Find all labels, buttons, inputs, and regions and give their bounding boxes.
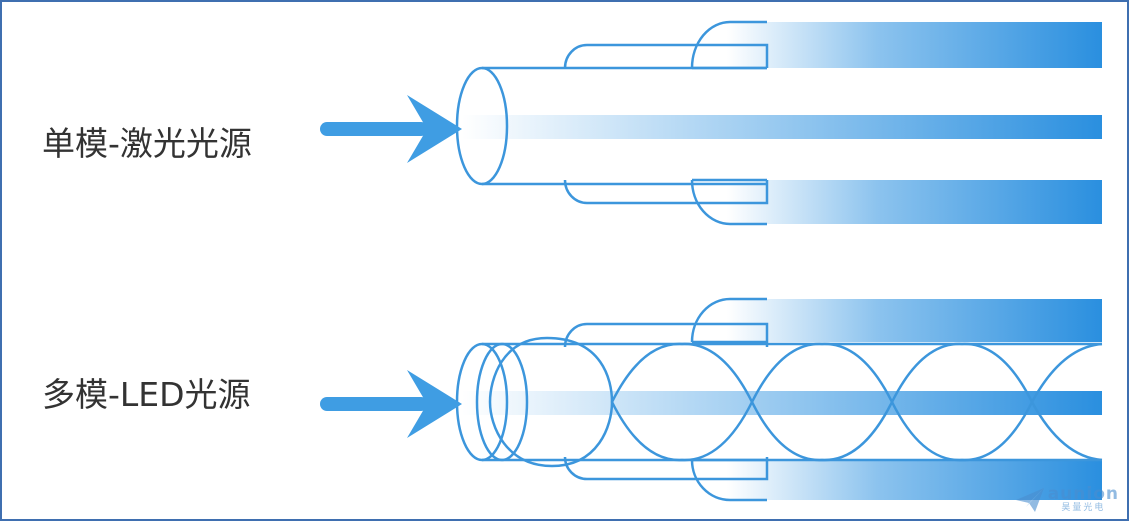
multi-mode-label: 多模-LED光源: [42, 375, 251, 414]
top-cladding-band: [727, 299, 1102, 342]
bottom-cladding-band: [727, 180, 1102, 224]
multi-mode-arrow-icon: [320, 370, 462, 438]
multi-mode-beam: [460, 391, 1102, 415]
brand-logo: aunion 昊量光电: [1015, 486, 1119, 513]
single-mode-fiber: [320, 20, 1102, 226]
single-mode-label: 单模-激光光源: [42, 124, 252, 163]
multi-mode-fiber: [320, 297, 1103, 502]
single-mode-arrow-icon: [320, 95, 462, 163]
paper-plane-icon: [1015, 487, 1044, 512]
brand-name-cn: 昊量光电: [1061, 503, 1106, 513]
top-cladding-band: [727, 22, 1102, 68]
single-mode-beam: [460, 115, 1102, 139]
brand-name: aunion: [1047, 484, 1119, 504]
